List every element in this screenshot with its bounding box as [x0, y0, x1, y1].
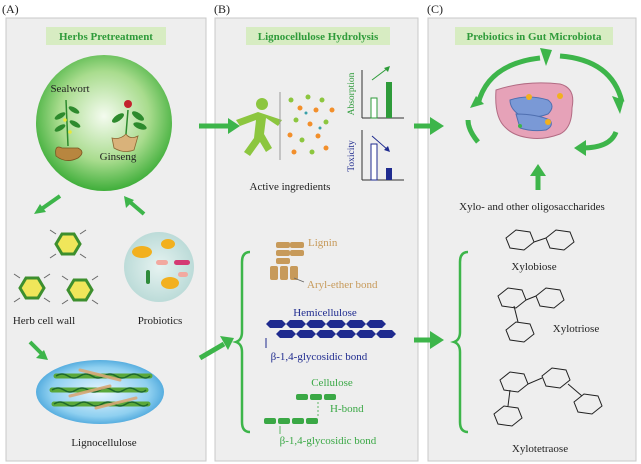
absorption-label: Absorption [347, 72, 357, 115]
hemicellulose-icon [265, 320, 396, 348]
sealwort-icon [54, 99, 83, 161]
arrow-cellwall-to-ligno [28, 340, 48, 360]
sealwort-label: Sealwort [50, 83, 89, 95]
cellulose-bond-label: β-1,4-glycosidic bond [280, 435, 377, 447]
xylotetraose-label: Xylotetraose [512, 443, 568, 455]
cellulose-label: Cellulose [311, 377, 353, 389]
xylobiose-structure [505, 229, 575, 251]
h-bond-label: H-bond [330, 403, 364, 415]
probiotics-icon [124, 232, 194, 302]
panel-c-title: Prebiotics in Gut Microbiota [467, 31, 602, 43]
intestine-icon [495, 82, 574, 139]
arrow-xos-up [530, 164, 546, 190]
absorption-chart [361, 66, 404, 119]
xylobiose-label: Xylobiose [511, 261, 556, 273]
arrow-a-to-b-top [199, 118, 240, 134]
panel-b-tag: (B) [214, 2, 230, 16]
cycle-arrows-icon [465, 53, 625, 151]
xylotetraose-structure [493, 367, 603, 427]
ginseng-icon [111, 100, 147, 152]
ginseng-label: Ginseng [100, 151, 137, 163]
arrow-probiotics-to-herb [124, 196, 146, 216]
arrow-b-to-c-top [414, 117, 444, 135]
toxicity-label: Toxicity [347, 140, 357, 172]
xylotriose-structure [497, 287, 565, 343]
arrow-herb-to-cellwall [34, 194, 62, 214]
bracket-c [450, 250, 469, 434]
cell-wall-label: Herb cell wall [13, 315, 75, 327]
bracket-b [232, 250, 251, 434]
person-icon [236, 98, 282, 156]
cell-wall-icon [13, 229, 99, 305]
lignin-label: Lignin [308, 237, 338, 249]
xylotriose-label: Xylotriose [553, 323, 600, 335]
probiotics-label: Probiotics [138, 315, 183, 327]
active-ingredients-label: Active ingredients [250, 181, 331, 193]
panel-b [214, 17, 419, 462]
herb-circle: Sealwort Ginseng [36, 55, 172, 191]
lignocellulose-icon [36, 360, 164, 424]
panel-a-tag: (A) [2, 2, 19, 16]
xos-label: Xylo- and other oligosaccharides [459, 201, 605, 213]
arrow-b-to-c-bottom [414, 331, 444, 349]
toxicity-chart [361, 130, 404, 181]
lignocellulose-label: Lignocellulose [71, 437, 136, 449]
active-ingredient-dots [287, 94, 335, 155]
arrow-a-to-b-bottom [198, 336, 234, 361]
hemicellulose-bond-label: β-1,4-glycosidic bond [271, 351, 368, 363]
hemicellulose-label: Hemicellulose [293, 307, 357, 319]
panel-c-tag: (C) [427, 2, 443, 16]
lignin-icon [270, 242, 305, 283]
aryl-ether-label: Aryl-ether bond [307, 279, 378, 291]
panel-a-title: Herbs Pretreatment [59, 31, 153, 43]
panel-b-title: Lignocellulose Hydrolysis [258, 31, 379, 43]
cellulose-icon [264, 394, 336, 434]
